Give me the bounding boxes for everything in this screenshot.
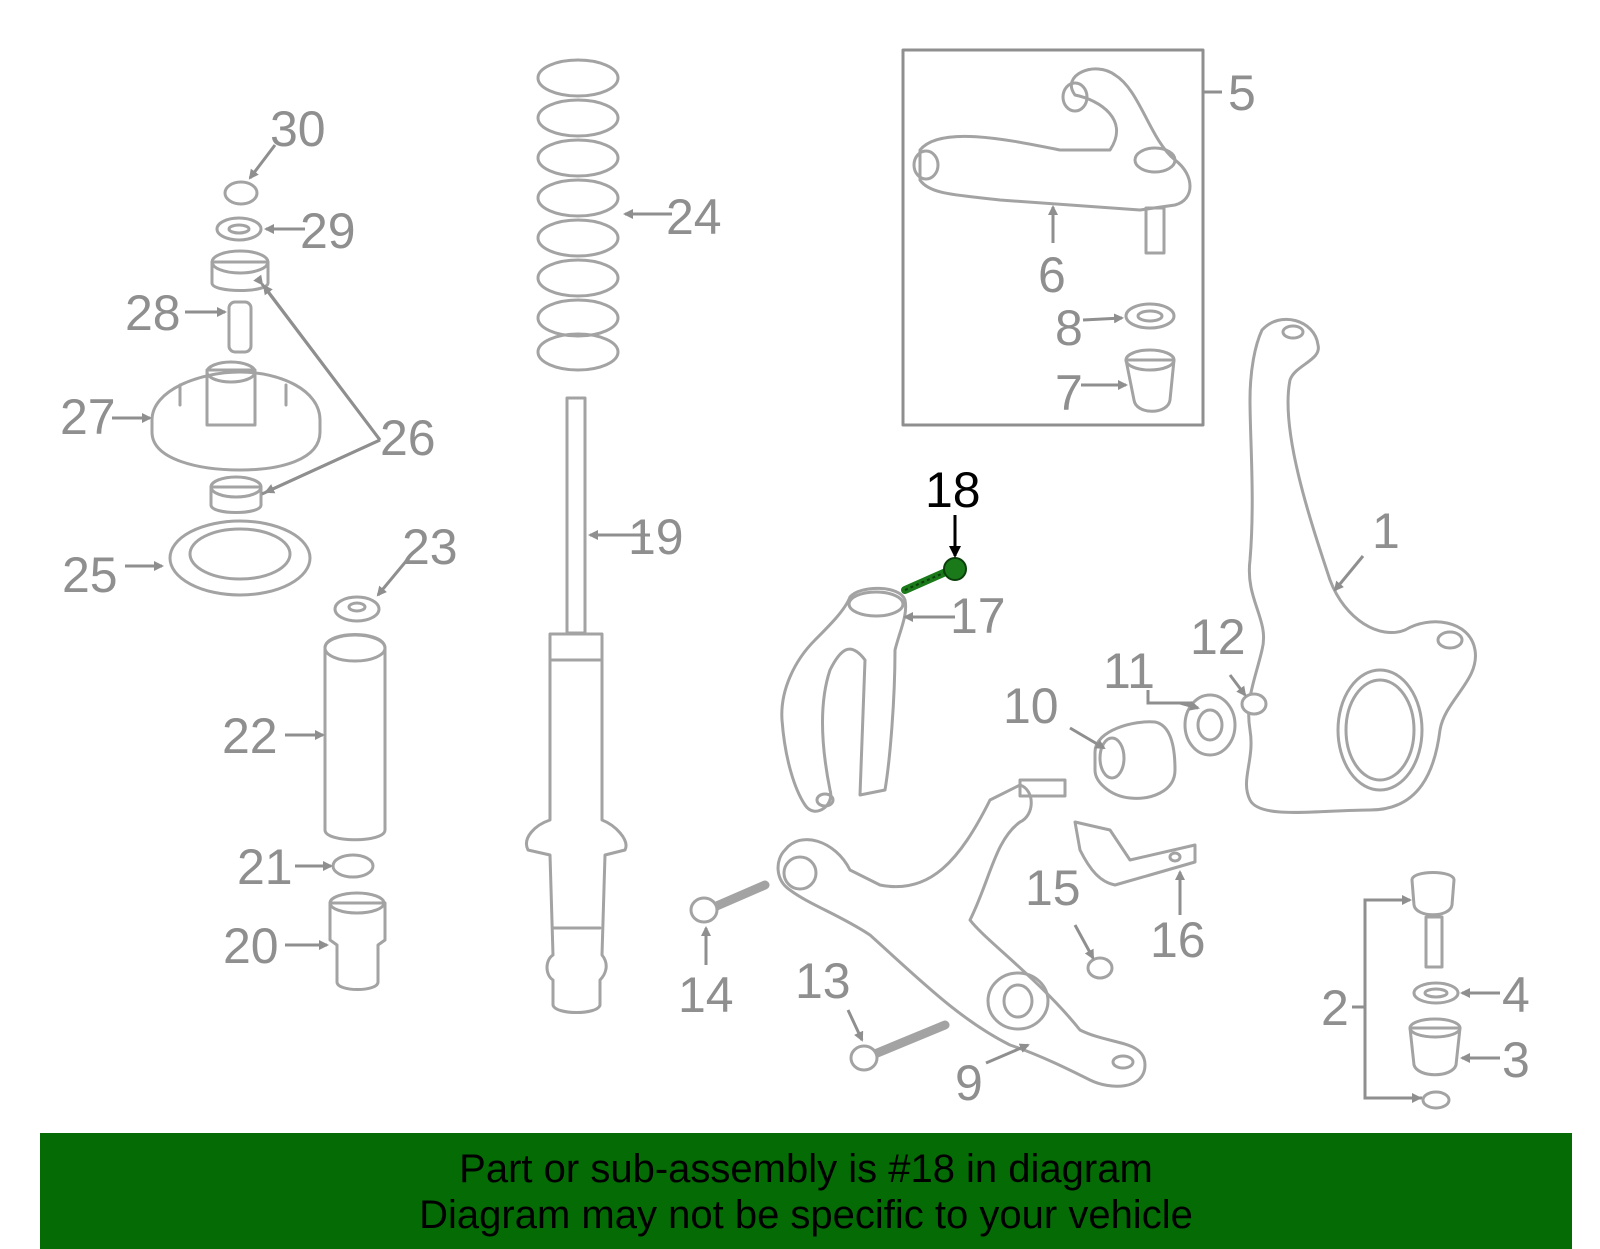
callout-17: 17 [950,588,1006,644]
info-banner: Part or sub-assembly is #18 in diagram D… [40,1133,1572,1249]
callout-13: 13 [795,953,851,1009]
bushing-part-26-lower [209,274,382,514]
callout-7: 7 [1055,365,1083,421]
bolt-part-14 [689,880,770,965]
bushing-part-10 [1069,720,1177,800]
banner-part-note: Part or sub-assembly is #18 in diagram [459,1147,1153,1191]
bushing-part-8 [1082,302,1176,330]
washer-part-29 [215,216,305,242]
callout-2: 2 [1321,980,1349,1036]
dust-boot-part-22 [285,633,387,842]
callout-14: 14 [678,967,734,1023]
spring-seat-part-25 [125,519,312,597]
callout-10: 10 [1003,678,1059,734]
ball-joint-part-2 [1352,871,1456,1110]
callout-1: 1 [1372,503,1400,559]
bushing-part-7 [1081,348,1176,413]
parts-diagram: 1 2 3 4 5 6 7 8 9 10 11 12 13 14 15 16 1… [60,48,1530,1111]
nut-part-15 [1073,924,1114,980]
callout-29: 29 [300,203,356,259]
sleeve-part-28 [185,300,253,354]
bushing-part-3 [1408,1017,1500,1077]
callout-28: 28 [125,285,181,341]
callout-numbers: 1 2 3 4 5 6 7 8 9 10 11 12 13 14 15 16 1… [60,65,1530,1111]
callout-30: 30 [270,101,326,157]
bolt-part-13 [846,1009,950,1072]
bolt-part-18-highlighted [901,515,967,594]
callout-3: 3 [1502,1032,1530,1088]
mount-part-27 [112,360,322,472]
washer-part-4 [1412,981,1500,1005]
callout-24: 24 [666,189,722,245]
callout-19: 19 [628,509,684,565]
callout-22: 22 [222,708,278,764]
callout-4: 4 [1502,967,1530,1023]
callout-25: 25 [62,547,118,603]
callout-11: 11 [1103,643,1155,699]
bushing-part-26-upper [210,249,270,292]
fork-part-17 [780,586,955,813]
callout-6: 6 [1038,247,1066,303]
callout-16: 16 [1150,912,1206,968]
nut-part-30 [223,144,277,206]
callout-9: 9 [955,1055,983,1111]
callout-20: 20 [223,918,279,974]
callout-27: 27 [60,389,116,445]
washer-part-21 [295,853,375,879]
bushing-part-11 [1146,690,1237,757]
banner-disclaimer: Diagram may not be specific to your vehi… [419,1193,1193,1237]
callout-5: 5 [1228,65,1256,121]
lower-control-arm-part-9 [776,778,1147,1088]
callout-26: 26 [380,410,436,466]
washer-part-23 [333,559,409,623]
callout-8: 8 [1055,300,1083,356]
coil-spring-part-24 [536,58,672,372]
callout-18-highlighted: 18 [925,462,981,518]
bump-stop-part-20 [285,891,387,991]
nut-part-12 [1228,674,1268,716]
callout-12: 12 [1190,609,1246,665]
upper-control-arm-part-6 [912,67,1192,255]
callout-23: 23 [402,519,458,575]
bracket-part-16 [1073,820,1197,915]
callout-21: 21 [237,839,293,895]
upper-arm-box [901,48,1222,427]
steering-knuckle-part-1 [1245,317,1477,814]
shock-absorber-part-19 [525,396,650,1014]
callout-15: 15 [1025,860,1081,916]
